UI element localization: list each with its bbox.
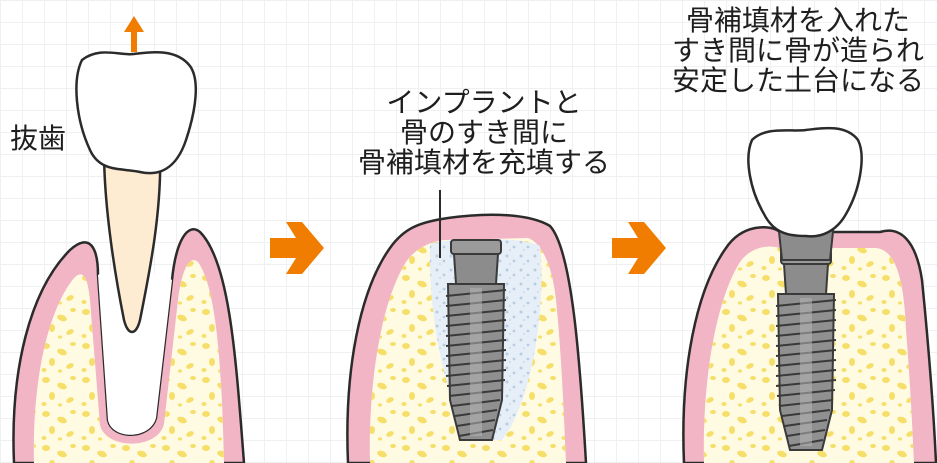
arrow-right-icon bbox=[270, 222, 324, 274]
tooth-crown bbox=[75, 50, 197, 175]
tooth-root bbox=[102, 148, 162, 334]
extraction-label: 抜歯 bbox=[10, 122, 67, 155]
caption-line: すき間に骨が造られ bbox=[671, 34, 924, 68]
graft-fill-caption: インプラントと 骨のすき間に 骨補填材を充填する bbox=[336, 86, 632, 180]
caption-line: 安定した土台になる bbox=[671, 64, 924, 98]
arrow-up-icon bbox=[124, 16, 144, 52]
caption-line: 骨のすき間に bbox=[399, 116, 568, 150]
implant-graft-scene bbox=[346, 190, 588, 463]
implant-fixture bbox=[445, 239, 507, 441]
extraction-scene bbox=[12, 16, 246, 463]
stable-foundation-caption: 骨補填材を入れた すき間に骨が造られ 安定した土台になる bbox=[658, 4, 937, 98]
restoration-scene bbox=[682, 126, 937, 463]
caption-line: 骨補填材を充填する bbox=[357, 146, 610, 180]
implant-fixture bbox=[775, 249, 837, 451]
arrow-right-icon bbox=[612, 222, 666, 274]
caption-line: インプラントと bbox=[386, 86, 582, 119]
extraction-socket bbox=[98, 270, 172, 435]
implant-crown bbox=[747, 126, 863, 238]
caption-line: 骨補填材を入れた bbox=[685, 4, 910, 37]
